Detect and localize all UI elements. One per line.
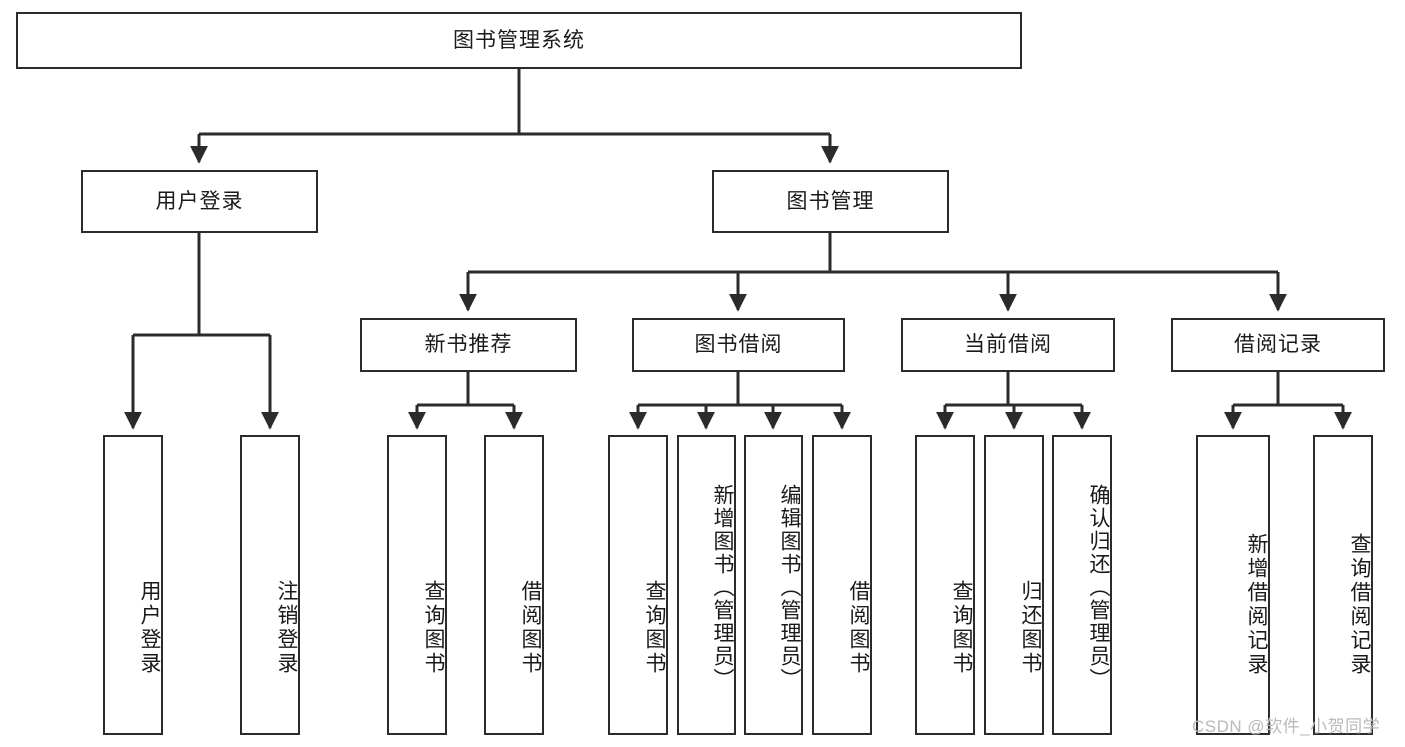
leaf-borrow-book-1-label: 借阅图书 bbox=[519, 579, 542, 676]
leaf-add-record[interactable]: 新增借阅记录 bbox=[1196, 435, 1270, 735]
leaf-user-logout-label: 注销登录 bbox=[275, 579, 298, 676]
node-book-borrow[interactable]: 图书借阅 bbox=[632, 318, 845, 372]
node-borrow-record[interactable]: 借阅记录 bbox=[1171, 318, 1385, 372]
leaf-user-login-label: 用户登录 bbox=[138, 579, 161, 676]
leaf-add-record-label: 新增借阅记录 bbox=[1245, 533, 1268, 677]
leaf-query-book-1-label: 查询图书 bbox=[422, 579, 445, 676]
leaf-return-book-label: 归还图书 bbox=[1019, 579, 1042, 676]
node-borrow-record-label: 借阅记录 bbox=[1234, 333, 1322, 357]
leaf-confirm-return-label: 确认归还（管理员） bbox=[1087, 483, 1110, 691]
leaf-return-book[interactable]: 归还图书 bbox=[984, 435, 1044, 735]
node-book-borrow-label: 图书借阅 bbox=[694, 333, 783, 357]
node-root-label: 图书管理系统 bbox=[453, 28, 585, 52]
node-root[interactable]: 图书管理系统 bbox=[16, 12, 1022, 69]
leaf-query-record[interactable]: 查询借阅记录 bbox=[1313, 435, 1373, 735]
node-current-borrow-label: 当前借阅 bbox=[964, 333, 1052, 357]
leaf-query-book-1[interactable]: 查询图书 bbox=[387, 435, 447, 735]
node-new-book-recommend-label: 新书推荐 bbox=[424, 333, 513, 357]
leaf-query-book-3-label: 查询图书 bbox=[950, 579, 973, 676]
leaf-add-book[interactable]: 新增图书（管理员） bbox=[677, 435, 736, 735]
leaf-add-book-label: 新增图书（管理员） bbox=[711, 483, 734, 691]
leaf-borrow-book-2-label: 借阅图书 bbox=[847, 579, 870, 676]
node-book-manage[interactable]: 图书管理 bbox=[712, 170, 949, 233]
leaf-confirm-return[interactable]: 确认归还（管理员） bbox=[1052, 435, 1112, 735]
leaf-user-login[interactable]: 用户登录 bbox=[103, 435, 163, 735]
leaf-borrow-book-1[interactable]: 借阅图书 bbox=[484, 435, 544, 735]
node-new-book-recommend[interactable]: 新书推荐 bbox=[360, 318, 577, 372]
leaf-query-record-label: 查询借阅记录 bbox=[1348, 533, 1371, 677]
leaf-user-logout[interactable]: 注销登录 bbox=[240, 435, 300, 735]
watermark-text: CSDN @软件_小贺同学 bbox=[1192, 717, 1381, 736]
leaf-borrow-book-2[interactable]: 借阅图书 bbox=[812, 435, 872, 735]
leaf-edit-book[interactable]: 编辑图书（管理员） bbox=[744, 435, 803, 735]
leaf-query-book-2-label: 查询图书 bbox=[643, 579, 666, 676]
node-book-manage-label: 图书管理 bbox=[786, 189, 875, 213]
node-user-login[interactable]: 用户登录 bbox=[81, 170, 318, 233]
leaf-query-book-2[interactable]: 查询图书 bbox=[608, 435, 668, 735]
leaf-query-book-3[interactable]: 查询图书 bbox=[915, 435, 975, 735]
leaf-edit-book-label: 编辑图书（管理员） bbox=[778, 483, 801, 691]
node-current-borrow[interactable]: 当前借阅 bbox=[901, 318, 1115, 372]
node-user-login-label: 用户登录 bbox=[155, 189, 244, 213]
